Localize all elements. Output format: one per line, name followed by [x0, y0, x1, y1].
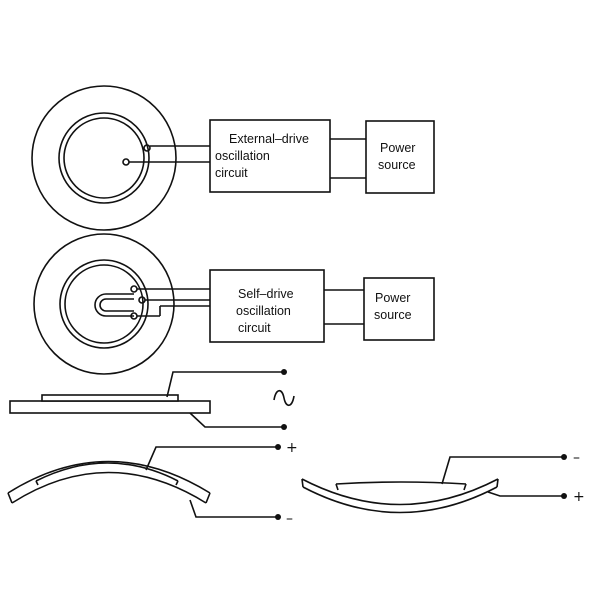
piezo-layer-end — [175, 480, 179, 486]
terminal-dot — [275, 444, 281, 450]
electrode-terminal — [143, 144, 151, 152]
box-label-line: source — [378, 158, 416, 172]
terminal-dot — [275, 514, 281, 520]
piezo-element-outer-ring — [58, 112, 150, 204]
box-label-line: Power — [380, 141, 415, 155]
polarity-minus: – — [573, 450, 580, 466]
terminal-dot — [281, 424, 287, 430]
piezo-layer-end — [35, 480, 39, 486]
lead-wire-bottom — [189, 499, 278, 518]
lead-wire-bottom — [487, 491, 564, 497]
self-drive-circuit-box — [209, 269, 325, 343]
bent-up-cross-section: + – — [7, 440, 298, 527]
polarity-plus: + — [573, 489, 585, 505]
metal-plate — [9, 400, 211, 414]
electrode-terminal — [122, 158, 130, 166]
terminal-dot — [561, 493, 567, 499]
self-drive-assembly: Self–drive oscillation circuit Power sou… — [33, 233, 435, 375]
box-label-line: oscillation — [215, 149, 270, 163]
power-source-box — [363, 277, 435, 341]
feedback-electrode-outer — [94, 293, 134, 317]
piezo-element-inner-ring — [63, 117, 145, 199]
metal-plate-top-edge — [7, 460, 211, 494]
lead-wire-top — [145, 446, 278, 471]
piezo-ceramic-layer — [41, 394, 179, 402]
piezo-disc-outer — [31, 85, 177, 231]
polarity-minus: – — [286, 511, 293, 527]
metal-plate-end — [301, 478, 304, 488]
box-label-line: oscillation — [236, 304, 291, 318]
piezo-element-inner-ring — [64, 264, 144, 344]
box-label-line: External–drive — [229, 132, 309, 146]
ac-source-icon — [273, 389, 295, 407]
lead-wire-bottom — [189, 412, 284, 428]
metal-plate-end — [496, 478, 499, 488]
bent-down-cross-section: – + — [301, 450, 585, 514]
terminal-dot — [561, 454, 567, 460]
box-label-line: source — [374, 308, 412, 322]
box-label-line: Self–drive — [238, 287, 294, 301]
box-label-line: circuit — [215, 166, 248, 180]
box-label-line: Power — [375, 291, 410, 305]
box-label-line: circuit — [238, 321, 271, 335]
terminal-dot — [281, 369, 287, 375]
polarity-plus: + — [286, 440, 298, 456]
external-drive-circuit-box — [209, 119, 331, 193]
piezo-layer — [335, 481, 467, 491]
metal-plate-bottom-edge — [11, 471, 207, 504]
lead-wire-top — [441, 456, 564, 485]
piezo-layer-top-edge — [35, 462, 179, 482]
lead-wire-top — [166, 371, 284, 398]
feedback-electrode-inner — [99, 298, 134, 312]
power-source-box — [365, 120, 435, 194]
flat-cross-section — [9, 369, 295, 430]
electrode-terminal — [130, 285, 138, 293]
metal-plate-end — [205, 492, 211, 504]
piezo-disc-outer — [33, 233, 175, 375]
metal-plate-bottom-edge — [302, 486, 498, 514]
piezo-element-outer-ring — [59, 259, 149, 349]
metal-plate-end — [7, 492, 13, 504]
metal-plate-top-edge — [301, 478, 499, 506]
external-drive-assembly: External–drive oscillation circuit Power… — [31, 85, 435, 231]
